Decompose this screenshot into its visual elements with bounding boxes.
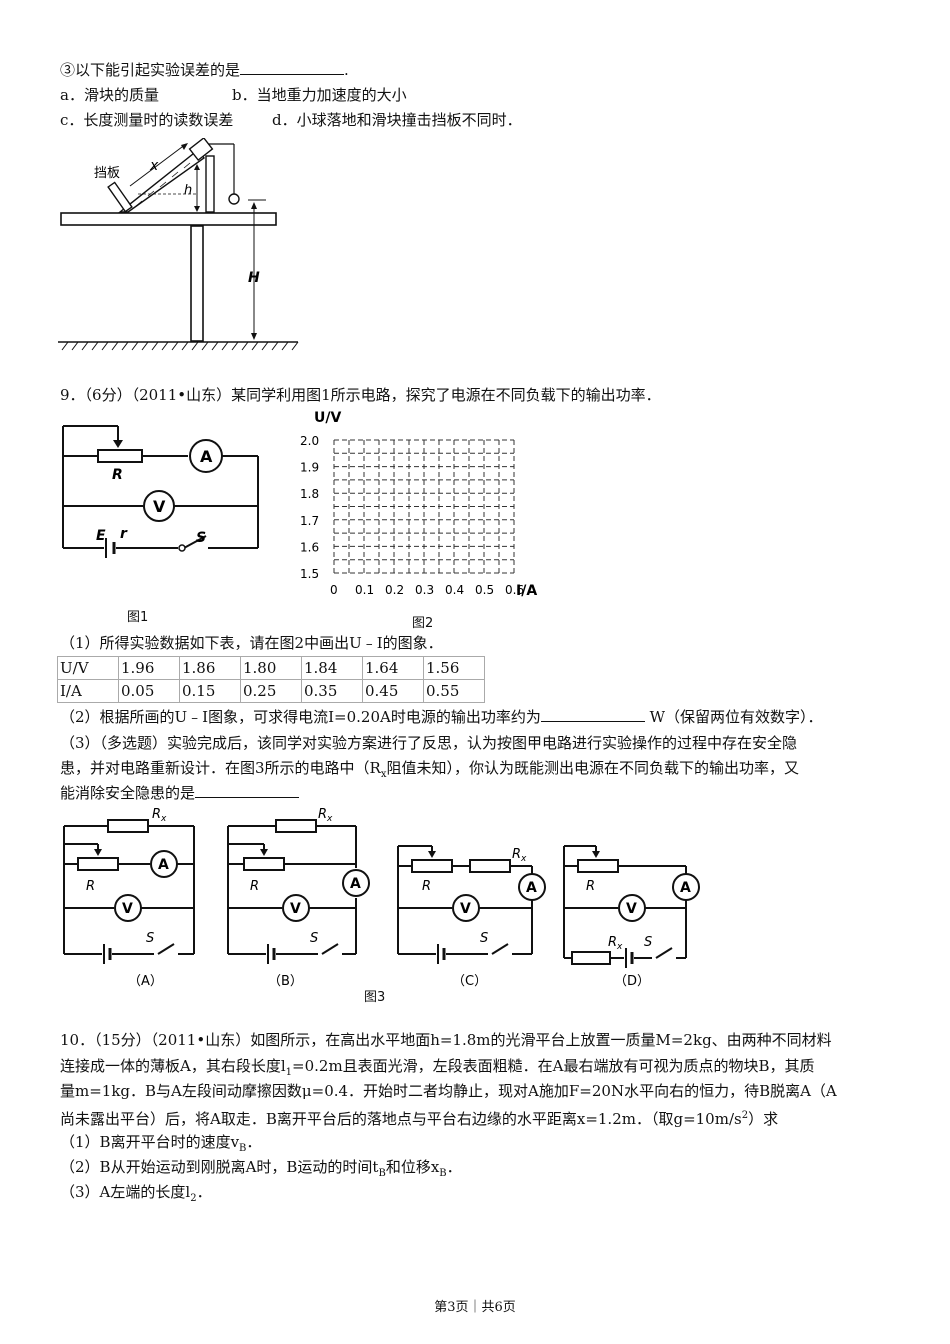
switch-label: S	[310, 931, 318, 946]
page-footer: 第3页｜共6页	[434, 1300, 516, 1315]
x-tick-label: 0.4	[445, 583, 464, 597]
y-tick-label: 1.9	[300, 461, 319, 475]
q10-sub3: （3）A左端的长度l2．	[60, 1183, 212, 1204]
x-tick-label: 0.6	[505, 583, 524, 597]
x-tick-label: 0.2	[385, 583, 404, 597]
voltmeter-label: V	[290, 901, 301, 917]
fig1-caption: 图1	[127, 610, 149, 625]
resistor-label: R	[586, 879, 595, 894]
q10-line3: 量m=1kg．B与A左段间动摩擦因数μ=0.4．开始时二者均静止，现对A施加F=…	[60, 1082, 837, 1100]
rx-label: Rx	[512, 847, 527, 864]
y-axis-label: U/V	[314, 410, 341, 426]
rx-label: Rx	[318, 807, 333, 824]
switch-label: S	[196, 530, 206, 546]
q9-part3-line3: 能消除安全隐患的是	[60, 783, 300, 803]
answer-blank[interactable]	[540, 707, 645, 722]
option-d: d．小球落地和滑块撞击挡板不同时．	[272, 111, 522, 129]
q10-sub2: （2）B从开始运动到刚脱离A时，B运动的时间tB和位移xB．	[60, 1158, 462, 1179]
rx-label: Rx	[152, 807, 167, 824]
circuit-fig1: A V R E r S	[62, 425, 259, 558]
q10-line4: 尚未露出平台）后，将A取走．B离开平台后的落地点与平台右边缘的水平距离x=1.2…	[60, 1110, 779, 1128]
table-row: U/V 1.96 1.86 1.80 1.84 1.64 1.56	[57, 656, 485, 680]
y-tick-label: 2.0	[300, 434, 319, 448]
ammeter-label: A	[158, 857, 169, 873]
voltmeter-label: V	[460, 901, 471, 917]
q9-part3-line2: 患，并对电路重新设计．在图3所示的电路中（Rx阻值未知），你认为既能测出电源在不…	[60, 759, 799, 780]
x-tick-label: 0	[330, 583, 338, 597]
option-a: a．滑块的质量	[60, 86, 159, 104]
label-H: H	[248, 270, 260, 286]
y-tick-label: 1.5	[300, 567, 319, 581]
voltmeter-label: V	[122, 901, 133, 917]
q8-options-row1: a．滑块的质量 b．当地重力加速度的大小	[60, 85, 407, 105]
label-x: x	[149, 158, 159, 174]
option-c: c．长度测量时的读数误差	[60, 111, 234, 129]
switch-label: S	[146, 931, 154, 946]
internal-r-label: r	[120, 526, 128, 542]
y-tick-label: 1.7	[300, 514, 319, 528]
resistor-label: R	[86, 879, 95, 894]
q9-header: 9．（6分）（2011•山东）某同学利用图1所示电路，探究了电源在不同负载下的输…	[60, 386, 661, 404]
circuit-fig3: A V A V A V A V R R R R S S S S Rx Rx Rx…	[63, 807, 700, 989]
q9-part2: （2）根据所画的U﹣I图象，可求得电流I=0.20A时电源的输出功率约为 W（保…	[60, 707, 823, 726]
q10-sub1: （1）B离开平台时的速度vB．	[60, 1133, 262, 1154]
x-axis-label: I/A	[516, 583, 537, 599]
q9-part3-line1: （3）（多选题）实验完成后，该同学对实验方案进行了反思，认为按图甲电路进行实验操…	[60, 734, 798, 752]
ui-graph: 2.0 1.9 1.8 1.7 1.6 1.5 0 0.1 0.2 0.3 0.4 0.5 0.6 U/V…	[300, 410, 537, 599]
label-baffle: 挡板	[94, 166, 120, 181]
data-table: U/V 1.96 1.86 1.80 1.84 1.64 1.56 I/A 0.…	[57, 656, 485, 703]
graph-labels: 2.0 1.9 1.8 1.7 1.6 1.5 0 0.1 0.2 0.3 0.4 0.5 0.6 U/V…	[300, 410, 537, 599]
x-tick-label: 0.5	[475, 583, 494, 597]
x-tick-label: 0.3	[415, 583, 434, 597]
option-label-a: （A）	[128, 974, 163, 989]
option-label-b: （B）	[268, 974, 303, 989]
fig3-caption: 图3	[364, 990, 386, 1005]
q8-options-row2: c．长度测量时的读数误差 d．小球落地和滑块撞击挡板不同时．	[60, 110, 522, 130]
q10-line1: 10．（15分）（2011•山东）如图所示，在高出水平地面h=1.8m的光滑平台…	[60, 1031, 832, 1049]
label-h: h	[184, 183, 192, 198]
ammeter-label: A	[680, 880, 691, 896]
resistor-label: R	[422, 879, 431, 894]
ammeter-label: A	[350, 876, 361, 892]
switch-label: S	[644, 935, 652, 950]
option-b: b．当地重力加速度的大小	[232, 86, 407, 104]
q9-part1: （1）所得实验数据如下表，请在图2中画出U﹣I的图象．	[60, 634, 443, 652]
voltmeter-label: V	[153, 497, 166, 516]
graph-grid	[333, 439, 515, 574]
table-row: I/A 0.05 0.15 0.25 0.35 0.45 0.55	[57, 679, 485, 703]
resistor-label: R	[112, 467, 123, 483]
y-tick-label: 1.6	[300, 540, 319, 554]
ammeter-label: A	[200, 447, 213, 466]
option-label-c: （C）	[452, 974, 487, 989]
q8-part3: ③以下能引起实验误差的是.	[60, 60, 349, 79]
y-tick-label: 1.8	[300, 487, 319, 501]
x-tick-label: 0.1	[355, 583, 374, 597]
switch-label: S	[480, 931, 488, 946]
fig2-caption: 图2	[412, 616, 434, 631]
answer-blank[interactable]	[195, 783, 300, 798]
q10-line2: 连接成一体的薄板A，其右段长度l1=0.2m且表面光滑，左段表面粗糙．在A最右端…	[60, 1057, 815, 1078]
voltmeter-label: V	[626, 901, 637, 917]
resistor-label: R	[250, 879, 259, 894]
ammeter-label: A	[526, 880, 537, 896]
option-label-d: （D）	[614, 974, 650, 989]
incline-table-figure: 挡板 x h H	[58, 138, 299, 351]
rx-label: Rx	[608, 935, 623, 952]
answer-blank[interactable]	[240, 60, 345, 75]
emf-label: E	[96, 528, 106, 544]
